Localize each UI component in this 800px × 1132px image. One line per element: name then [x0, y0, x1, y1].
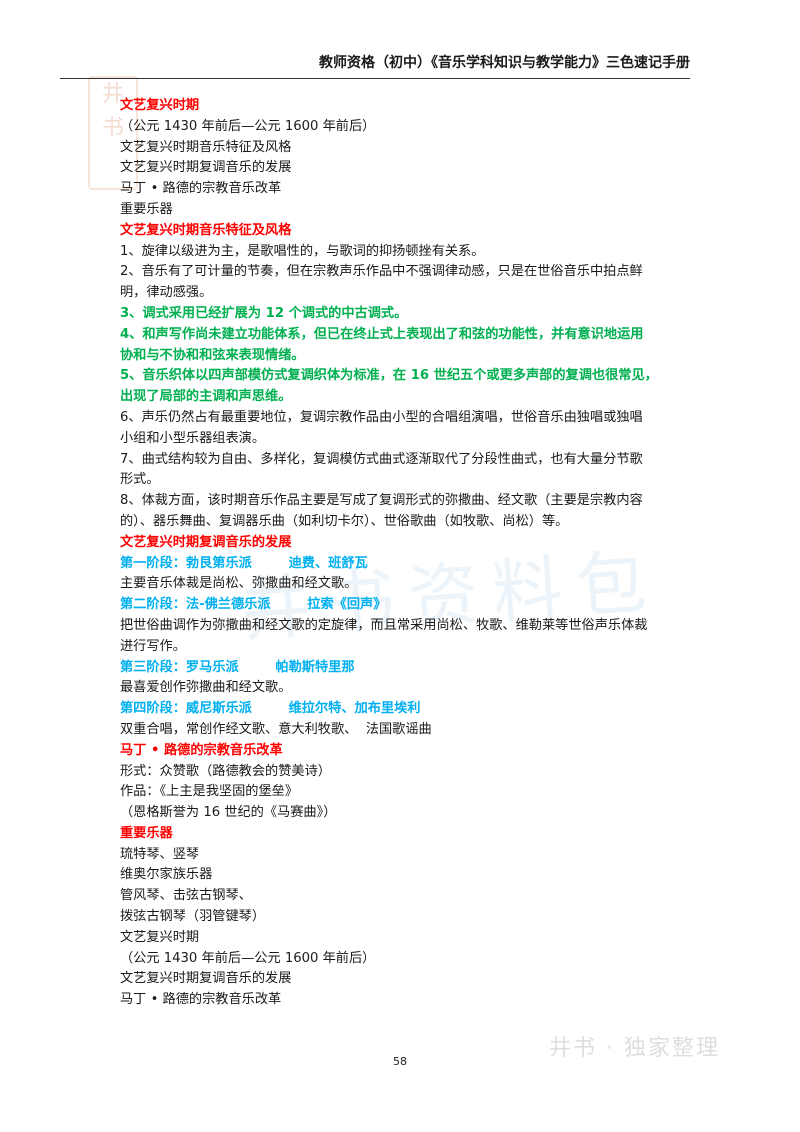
- body-text-line: 马丁 • 路德的宗教音乐改革: [120, 992, 282, 1008]
- body-text-line: （恩格斯誉为 16 世纪的《马赛曲》）: [120, 805, 337, 821]
- body-text-line: 文艺复兴时期复调音乐的发展: [120, 160, 292, 176]
- green-highlight-line: 出现了局部的主调和声思维。: [120, 389, 292, 405]
- body-text-line: 把世俗曲调作为弥撒曲和经文歌的定旋律，而且常采用尚松、牧歌、维勒莱等世俗声乐体裁: [120, 617, 648, 633]
- body-text-line: 形式。: [120, 472, 160, 488]
- green-highlight-line: 3、调式采用已经扩展为 12 个调式的中古调式。: [120, 305, 408, 321]
- red-highlight-line: 文艺复兴时期音乐特征及风格: [120, 222, 292, 238]
- body-text-line: 文艺复兴时期复调音乐的发展: [120, 971, 292, 987]
- red-highlight-line: 文艺复兴时期: [120, 98, 200, 113]
- body-text-line: 8、体裁方面，该时期音乐作品主要是写成了复调形式的弥撒曲、经文歌（主要是宗教内容: [120, 493, 643, 509]
- body-text-line: 形式：众赞歌（路德教会的赞美诗）: [120, 763, 331, 779]
- body-text-line: 2、音乐有了可计量的节奏，但在宗教声乐作品中不强调律动感，只是在世俗音乐中拍点鲜: [120, 264, 643, 280]
- document-body: 文艺复兴时期 （公元 1430 年前后—公元 1600 年前后） 文艺复兴时期音乐特…: [120, 96, 690, 1011]
- body-text-line: 最喜爱创作弥撒曲和经文歌。: [120, 680, 292, 696]
- body-text-line: 文艺复兴时期音乐特征及风格: [120, 139, 292, 155]
- stamp-char: 井: [101, 82, 124, 107]
- stamp-watermark: 井 书: [88, 76, 138, 190]
- body-text-line: 的）、器乐舞曲、复调器乐曲（如利切卡尔）、世俗歌曲（如牧歌、尚松）等。: [120, 513, 569, 529]
- green-highlight-line: 5、音乐织体以四声部模仿式复调织体为标准，在 16 世纪五个或更多声部的复调也很…: [120, 368, 658, 384]
- body-text-line: 主要音乐体裁是尚松、弥撒曲和经文歌。: [120, 576, 358, 592]
- body-text-line: 作品：《上主是我坚固的堡垒》: [120, 784, 299, 800]
- header-title: 教师资格（初中）《音乐学科知识与教学能力》三色速记手册: [319, 55, 690, 71]
- green-highlight-line: 4、和声写作尚未建立功能体系，但已在终止式上表现出了和弦的功能性，并有意识地运用: [120, 326, 644, 342]
- green-highlight-line: 协和与不协和和弦来表现情绪。: [120, 347, 305, 363]
- body-text-line: 小组和小型乐器组表演。: [120, 430, 266, 446]
- body-text-line: 拨弦古钢琴（羽管键琴）: [120, 909, 266, 925]
- blue-highlight-line: 第三阶段：罗马乐派 帕勒斯特里那: [120, 659, 355, 675]
- blue-highlight-line: 第二阶段：法-佛兰德乐派 拉索《回声》: [120, 597, 387, 613]
- body-text-line: 马丁 • 路德的宗教音乐改革: [120, 181, 282, 197]
- body-text-line: 7、曲式结构较为自由、多样化，复调模仿式曲式逐渐取代了分段性曲式，也有大量分节歌: [120, 451, 643, 467]
- stamp-char: 书: [101, 116, 124, 141]
- body-text-line: 明，律动感强。: [120, 285, 213, 301]
- red-highlight-line: 文艺复兴时期复调音乐的发展: [120, 534, 292, 550]
- page-number: 58: [393, 1055, 407, 1068]
- body-text-line: 文艺复兴时期: [120, 929, 200, 945]
- footer-watermark: 井书 · 独家整理: [549, 1036, 720, 1061]
- body-text-line: 1、旋律以级进为主，是歌唱性的，与歌词的抑扬顿挫有关系。: [120, 243, 485, 259]
- blue-highlight-line: 第四阶段：威尼斯乐派 维拉尔特、加布里埃利: [120, 701, 421, 717]
- page-header: 教师资格（初中）《音乐学科知识与教学能力》三色速记手册: [60, 52, 690, 79]
- body-text-line: 双重合唱，常创作经文歌、意大利牧歌、 法国歌谣曲: [120, 721, 432, 737]
- red-highlight-line: 重要乐器: [120, 825, 173, 841]
- body-text-line: 琉特琴、竖琴: [120, 846, 200, 862]
- body-text-line: 进行写作。: [120, 638, 186, 654]
- body-text-line: 重要乐器: [120, 201, 173, 217]
- body-text-line: （公元 1430 年前后—公元 1600 年前后）: [120, 950, 376, 966]
- body-text-line: 管风琴、击弦古钢琴、: [120, 888, 252, 904]
- blue-highlight-line: 第一阶段：勃艮第乐派 迪费、班舒瓦: [120, 555, 368, 571]
- red-highlight-line: 马丁 • 路德的宗教音乐改革: [120, 742, 283, 758]
- body-text-line: （公元 1430 年前后—公元 1600 年前后）: [120, 118, 376, 134]
- body-text-line: 维奥尔家族乐器: [120, 867, 213, 883]
- body-text-line: 6、声乐仍然占有最重要地位，复调宗教作品由小型的合唱组演唱，世俗音乐由独唱或独唱: [120, 409, 643, 425]
